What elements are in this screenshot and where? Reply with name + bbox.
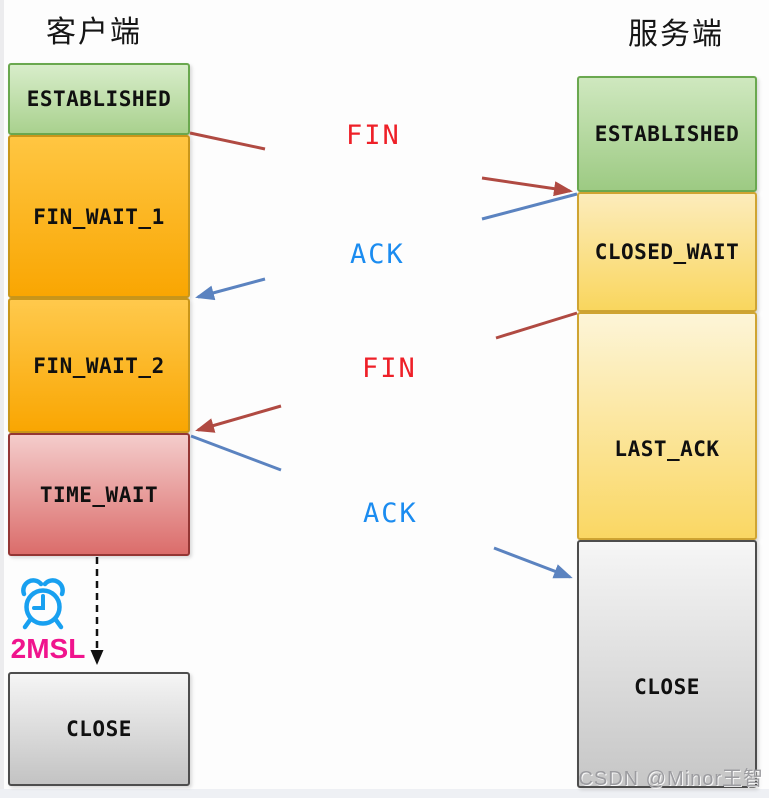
state-label: TIME_WAIT — [39, 482, 159, 507]
state-label: FIN_WAIT_1 — [33, 204, 165, 229]
client-state-fin-wait-2: FIN_WAIT_2 — [8, 298, 190, 433]
state-label: ESTABLISHED — [26, 87, 172, 111]
client-state-fin-wait-1: FIN_WAIT_1 — [8, 135, 190, 298]
state-label: CLOSED_WAIT — [594, 240, 740, 264]
left-edge-strip — [0, 0, 4, 798]
state-label: ESTABLISHED — [594, 122, 740, 146]
message-label-ack-1: ACK — [350, 239, 405, 270]
server-state-last-ack: LAST_ACK — [577, 312, 757, 540]
client-state-close: CLOSE — [8, 672, 190, 786]
state-label: CLOSE — [66, 717, 132, 741]
state-label: LAST_ACK — [614, 437, 720, 461]
server-column-title: 服务端 — [628, 18, 724, 51]
server-state-established: ESTABLISHED — [577, 76, 757, 192]
timer-2msl-label: 2MSL — [10, 633, 86, 664]
watermark-text: CSDN @Minor王智 — [578, 768, 764, 790]
message-label-ack-2: ACK — [363, 498, 418, 529]
message-label-fin-2: FIN — [362, 353, 417, 384]
client-column-title: 客户端 — [46, 16, 142, 49]
client-state-time-wait: TIME_WAIT — [8, 433, 190, 556]
server-state-close: CLOSE — [577, 540, 757, 788]
state-label: FIN_WAIT_2 — [33, 353, 165, 378]
bottom-edge-strip — [0, 789, 769, 798]
client-state-established: ESTABLISHED — [8, 63, 190, 135]
alarm-clock-icon — [21, 578, 65, 630]
message-label-fin-1: FIN — [346, 120, 401, 151]
server-state-closed-wait: CLOSED_WAIT — [577, 192, 757, 312]
state-label: CLOSE — [634, 675, 700, 699]
